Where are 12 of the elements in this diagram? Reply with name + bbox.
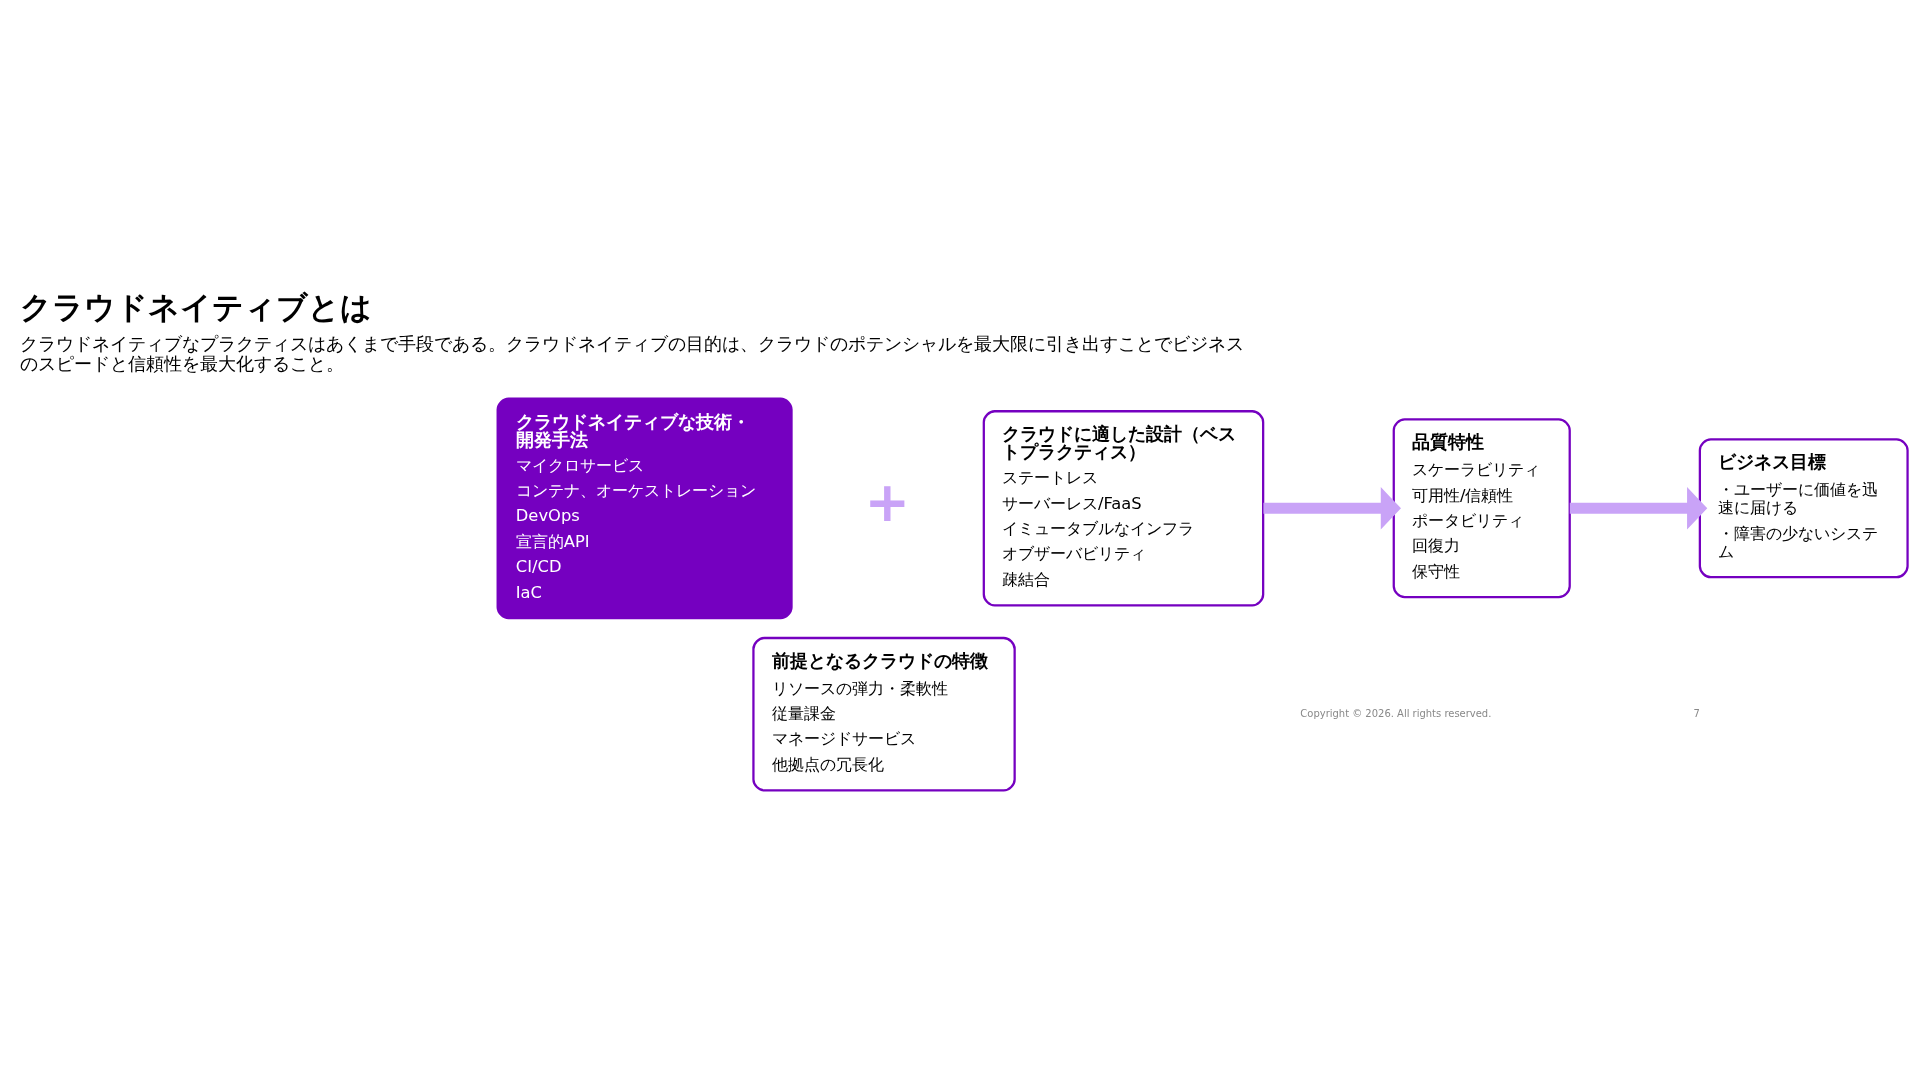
label: 7 bbox=[1693, 707, 1700, 719]
node-box: ビジネス目標 ・ユーザーに価値を迅速に届ける ・障害の少ないシステム bbox=[1698, 437, 1909, 578]
label: + bbox=[864, 469, 911, 534]
label: クラウドネイティブなプラクティスはあくまで手段である。クラウドネイティブの目的は、クラウドのポテンシャルを最大限に引き出すことでビジネスのスピードと信頼性を最大化すること。 bbox=[19, 332, 1244, 374]
label: Copyright © 2026. All rights reserved. bbox=[1300, 707, 1492, 719]
node-box: クラウドネイティブな技術・開発手法 マイクロサービス コンテナ、オーケストレーション DevOps 宣言的API CI/CD IaC bbox=[496, 396, 793, 619]
node-box: 前提となるクラウドの特徴 リソースの弾力・柔軟性 従量課金 マネージドサービス 他拠点の冗長化 bbox=[752, 636, 1016, 791]
node-box: 品質特性 スケーラビリティ 可用性/信頼性 ポータビリティ 回復力 保守性 bbox=[1392, 417, 1571, 598]
diagram-title: クラウドネイティブとは bbox=[19, 288, 372, 325]
arrow bbox=[1569, 486, 1708, 529]
node-box: クラウドに適した設計（ベストプラクティス） ステートレス サーバーレス/FaaS イミュータブルなインフラ オブザーバビリティ 疎結合 bbox=[982, 409, 1265, 606]
arrow bbox=[1263, 486, 1401, 530]
